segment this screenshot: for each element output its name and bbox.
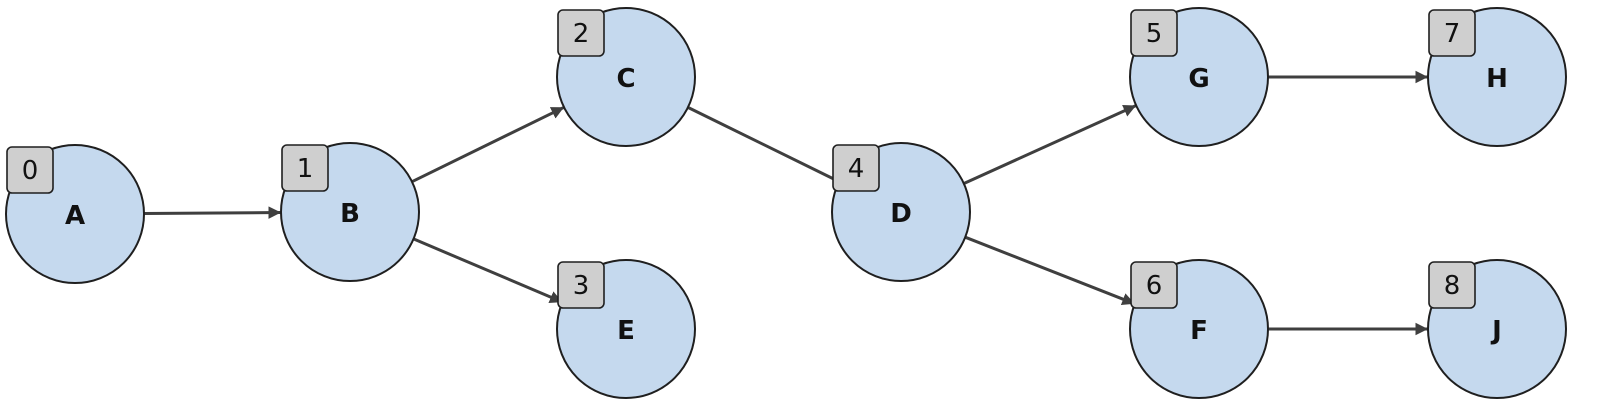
- edge-b-e: [412, 237, 564, 304]
- index-badge-box: [557, 261, 605, 309]
- node-label: J: [1490, 316, 1502, 346]
- index-badge: 2: [557, 9, 605, 57]
- index-badge: 0: [6, 146, 54, 194]
- node-label: C: [616, 64, 635, 94]
- index-badge-text: 1: [297, 154, 314, 184]
- edge-d-f: [964, 235, 1136, 306]
- index-badge: 4: [832, 144, 880, 192]
- index-badge-box: [1428, 9, 1476, 57]
- index-badge-text: 4: [848, 154, 865, 184]
- index-badge-box: [832, 144, 880, 192]
- index-badge-box: [557, 9, 605, 57]
- index-badge: 6: [1130, 261, 1178, 309]
- edges-layer: [143, 70, 1428, 336]
- node-label: A: [65, 201, 85, 231]
- index-badge: 3: [557, 261, 605, 309]
- index-badge: 7: [1428, 9, 1476, 57]
- index-badge-box: [281, 144, 329, 192]
- edge-b-c: [411, 105, 565, 184]
- node-h: H7: [1427, 7, 1567, 147]
- node-label: G: [1188, 64, 1209, 94]
- index-badge-text: 2: [573, 19, 590, 49]
- index-badge-text: 0: [22, 156, 39, 186]
- index-badge-text: 6: [1146, 271, 1163, 301]
- node-label: F: [1190, 316, 1208, 346]
- node-label: B: [340, 199, 360, 229]
- index-badge-box: [1428, 261, 1476, 309]
- node-j: J8: [1427, 259, 1567, 399]
- edge-a-b: [143, 206, 282, 219]
- node-g: G5: [1129, 7, 1269, 147]
- edge-d-g: [963, 104, 1137, 185]
- edge-c-d: [687, 106, 840, 183]
- index-badge: 8: [1428, 261, 1476, 309]
- node-a: A0: [5, 144, 145, 284]
- node-b: B1: [280, 142, 420, 282]
- index-badge-box: [1130, 9, 1178, 57]
- node-label: E: [617, 316, 635, 346]
- index-badge-text: 7: [1444, 19, 1461, 49]
- index-badge-text: 3: [573, 271, 590, 301]
- index-badge-text: 5: [1146, 19, 1163, 49]
- index-badge: 5: [1130, 9, 1178, 57]
- node-c: C2: [556, 7, 696, 147]
- node-label: D: [890, 199, 912, 229]
- index-badge-box: [6, 146, 54, 194]
- index-badge: 1: [281, 144, 329, 192]
- index-badge-text: 8: [1444, 271, 1461, 301]
- node-f: F6: [1129, 259, 1269, 399]
- node-d: D4: [831, 142, 971, 282]
- node-label: H: [1486, 64, 1508, 94]
- node-e: E3: [556, 259, 696, 399]
- index-badge-box: [1130, 261, 1178, 309]
